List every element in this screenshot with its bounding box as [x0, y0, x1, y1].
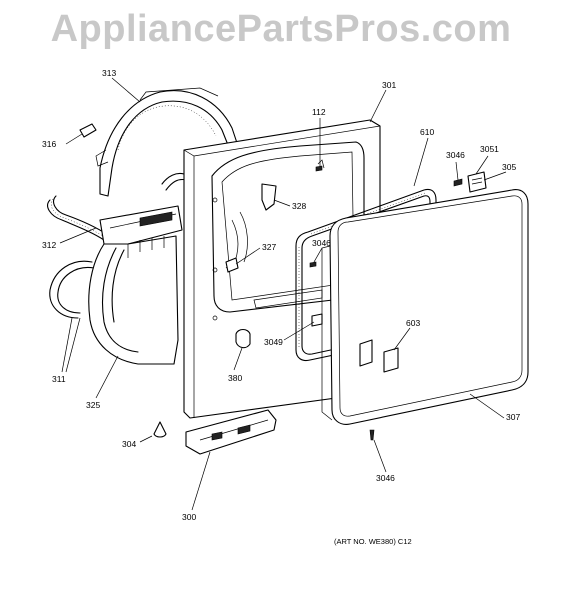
part-112-screw: [315, 165, 323, 172]
label-380: 380: [228, 373, 242, 383]
part-300-kick-panel: [185, 409, 277, 455]
part-311-seal-ring: [49, 260, 95, 319]
label-328: 328: [292, 201, 306, 211]
part-307-door: [321, 189, 529, 425]
part-304-foot: [153, 421, 167, 438]
label-3049: 3049: [264, 337, 283, 347]
watermark-logo: AppliancePartsPros.com: [50, 8, 512, 50]
part-3051-hinge: [467, 171, 487, 193]
label-112: 112: [312, 107, 326, 117]
label-313: 313: [102, 68, 116, 78]
label-304: 304: [122, 439, 136, 449]
part-316-pad: [79, 123, 97, 138]
label-3051: 3051: [480, 144, 499, 154]
label-307: 307: [506, 412, 520, 422]
art-number: (ART NO. WE380) C12: [334, 537, 412, 546]
label-3046-middle: 3046: [312, 238, 331, 248]
label-3046-top: 3046: [446, 150, 465, 160]
label-305: 305: [502, 162, 516, 172]
label-312: 312: [42, 240, 56, 250]
label-603: 603: [406, 318, 420, 328]
label-316: 316: [42, 139, 56, 149]
label-3046-bottom: 3046: [376, 473, 395, 483]
part-325-duct-assembly: [88, 205, 183, 365]
label-301: 301: [382, 80, 396, 90]
part-312-seal: [47, 172, 187, 241]
part-3046-screw-middle: [309, 261, 317, 268]
label-325: 325: [86, 400, 100, 410]
label-311: 311: [52, 374, 66, 384]
label-610: 610: [420, 127, 434, 137]
label-300: 300: [182, 512, 196, 522]
leader-lines: [59, 77, 507, 511]
label-327: 327: [262, 242, 276, 252]
part-3046-screw-top: [453, 178, 463, 187]
part-3046-screw-bottom: [369, 429, 375, 441]
